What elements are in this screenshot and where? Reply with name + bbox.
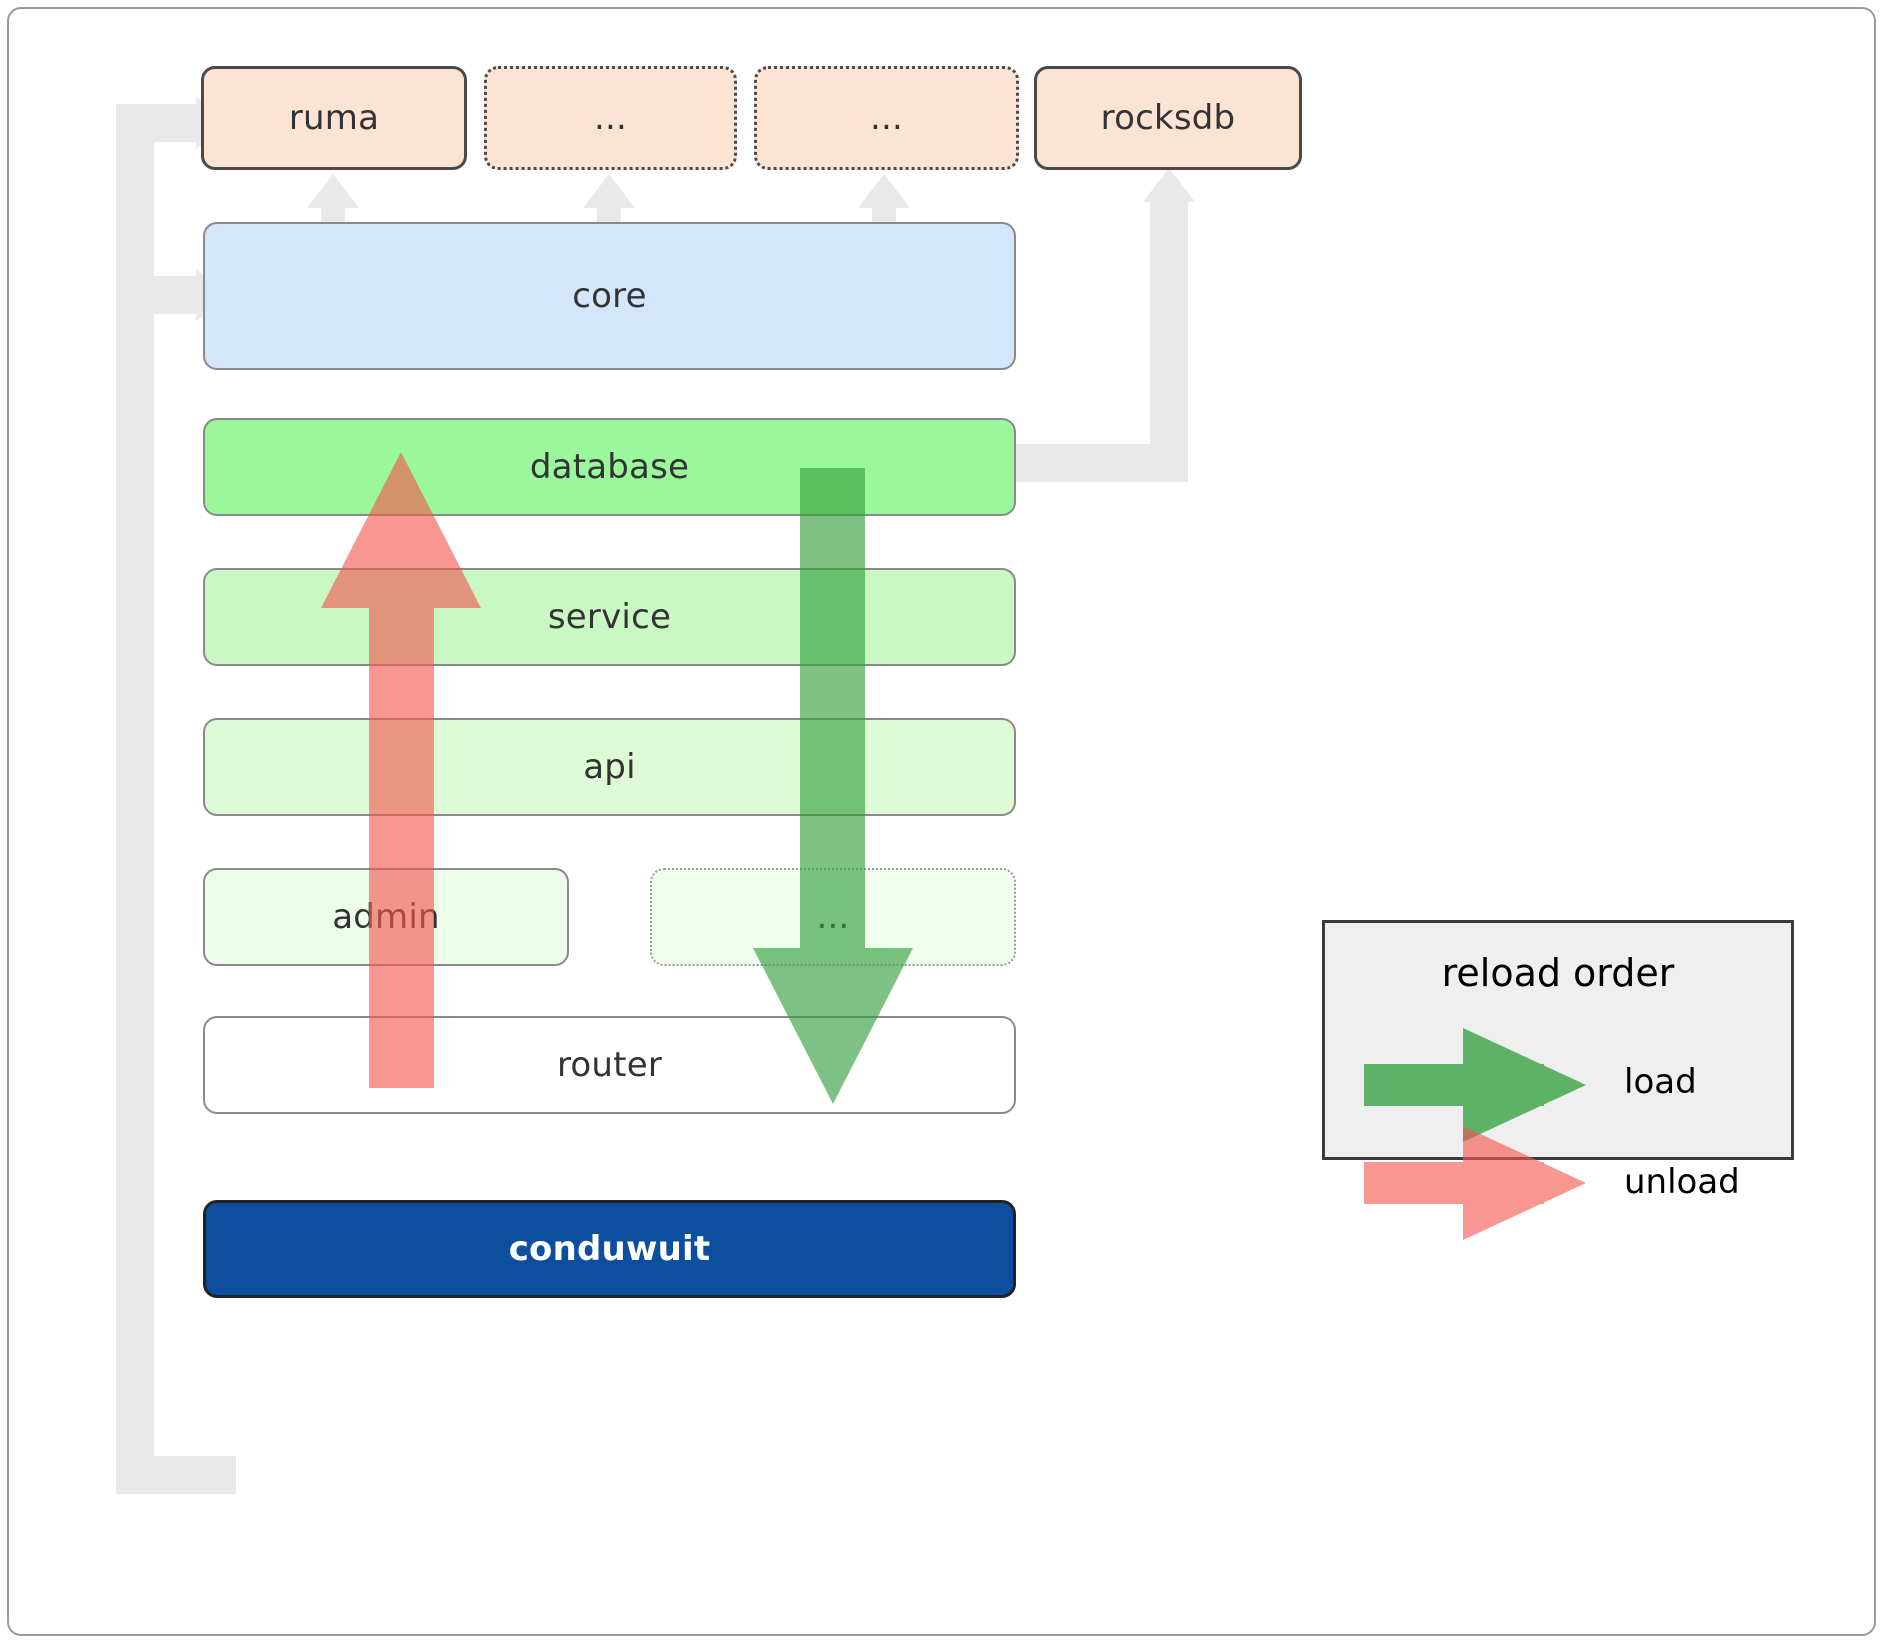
connector-core-to-dots2-head: [858, 174, 910, 208]
node-database[interactable]: database: [203, 418, 1016, 516]
node-rocksdb[interactable]: rocksdb: [1034, 66, 1302, 170]
node-extra-label: ...: [816, 897, 850, 937]
node-rocksdb-label: rocksdb: [1100, 98, 1236, 138]
legend-box: reload order: [1322, 920, 1794, 1160]
connector-database-right: [1014, 444, 1174, 482]
node-conduwuit[interactable]: conduwuit: [203, 1200, 1016, 1298]
node-dots-1-label: ...: [593, 98, 628, 138]
node-router[interactable]: router: [203, 1016, 1016, 1114]
node-extra[interactable]: ...: [650, 868, 1016, 966]
legend-label-load: load: [1624, 1062, 1697, 1102]
connector-rocksdb-vertical: [1150, 200, 1188, 482]
node-core[interactable]: core: [203, 222, 1016, 370]
node-core-label: core: [572, 276, 647, 316]
node-admin[interactable]: admin: [203, 868, 569, 966]
node-admin-label: admin: [332, 897, 440, 937]
node-dots-2[interactable]: ...: [754, 66, 1019, 170]
node-service-label: service: [547, 597, 672, 637]
connector-arrowhead-rocksdb: [1143, 168, 1195, 202]
node-api[interactable]: api: [203, 718, 1016, 816]
connector-conduwuit-bottom: [116, 1456, 236, 1494]
node-database-label: database: [529, 447, 690, 487]
connector-trunk-vertical: [116, 104, 154, 1494]
connector-core-to-dots1-head: [583, 174, 635, 208]
node-dots-2-label: ...: [869, 98, 904, 138]
connector-branch-to-core: [116, 276, 196, 314]
connector-core-to-ruma-head: [307, 174, 359, 208]
legend-label-unload: unload: [1624, 1162, 1740, 1202]
connector-branch-to-ruma: [116, 104, 196, 142]
node-ruma[interactable]: ruma: [201, 66, 467, 170]
node-conduwuit-label: conduwuit: [508, 1229, 711, 1269]
node-api-label: api: [583, 747, 636, 787]
node-router-label: router: [556, 1045, 662, 1085]
legend-title: reload order: [1441, 951, 1675, 995]
node-dots-1[interactable]: ...: [484, 66, 737, 170]
node-service[interactable]: service: [203, 568, 1016, 666]
node-ruma-label: ruma: [288, 98, 380, 138]
